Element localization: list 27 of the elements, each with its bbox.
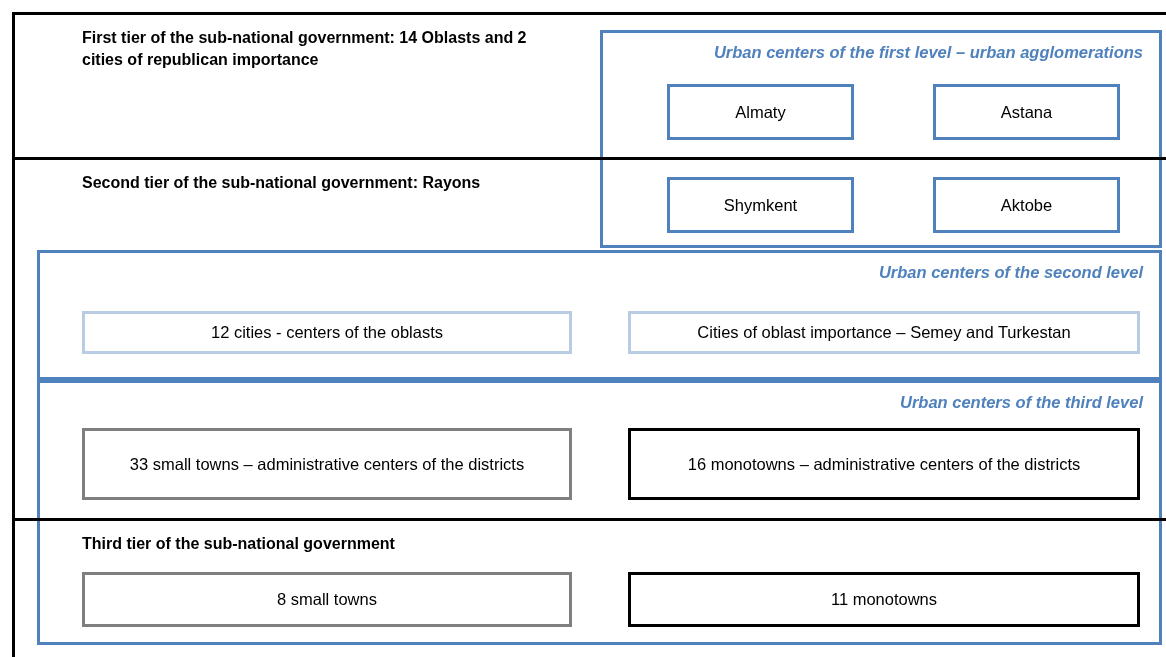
box-label: 11 monotowns [830, 589, 938, 610]
box-label: 16 monotowns – administrative centers of the districts [687, 453, 1081, 475]
group-title: Urban centers of the third level [900, 393, 1143, 412]
box-label: 8 small towns [277, 589, 377, 610]
box-label: Almaty [735, 101, 786, 123]
city-box [667, 84, 854, 140]
box-label: Aktobe [1000, 194, 1053, 216]
city-box [628, 428, 1140, 500]
group-title: Urban centers of the first level – urban agglomerations [713, 43, 1143, 62]
city-box [82, 428, 572, 500]
city-box [933, 177, 1120, 233]
box-label: 12 cities - centers of the oblasts [211, 322, 443, 343]
box-label: 33 small towns – administrative centers of the districts [129, 453, 525, 475]
city-box [933, 84, 1120, 140]
box-label: Astana [1000, 101, 1053, 123]
tier-heading: First tier of the sub-national government: 14 Oblasts and 2 cities of republican importance [82, 28, 528, 70]
group-frame [37, 380, 1162, 645]
box-label: Shymkent [723, 194, 798, 216]
city-box [628, 311, 1140, 354]
city-box [82, 311, 572, 354]
tier-heading: Second tier of the sub-national government: Rayons [82, 173, 482, 193]
group-frame [37, 250, 1162, 380]
group-frame [600, 30, 1162, 248]
group-title: Urban centers of the second level [878, 263, 1143, 282]
tier-heading: Third tier of the sub-national government [82, 534, 396, 554]
box-label: Cities of oblast importance – Semey and Turkestan [697, 322, 1071, 343]
city-box [667, 177, 854, 233]
